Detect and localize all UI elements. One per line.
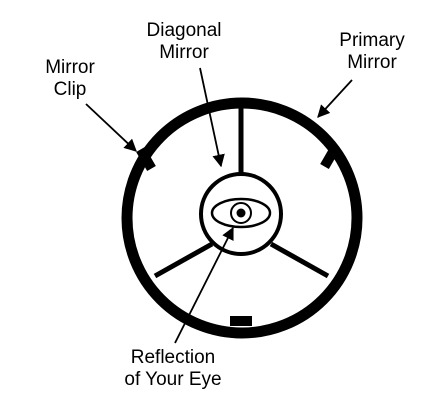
label-reflection-line2: of Your Eye [124,369,222,390]
label-diagonal-mirror-line1: Diagonal [146,20,222,41]
label-diagonal-mirror-line2: Mirror [159,42,209,63]
label-reflection-of-eye: Reflection of Your Eye [108,347,238,391]
arrow-primary-mirror [317,79,353,118]
mirror-clip-bottom [230,316,252,326]
arrow-reflection [174,226,234,344]
spider-vane-right [269,241,330,279]
label-mirror-clip-line2: Clip [53,79,87,100]
eye-pupil [236,208,246,218]
label-mirror-clip-line1: Mirror [45,57,95,78]
mirror-clip-right [320,144,340,170]
arrow-mirror-clip [85,103,137,152]
label-primary-mirror-line2: Mirror [347,52,397,73]
mirror-clip-left [136,146,156,172]
label-mirror-clip: Mirror Clip [28,57,112,101]
label-primary-mirror-line1: Primary [339,30,405,51]
spider-vane-left [153,241,214,279]
label-diagonal-mirror: Diagonal Mirror [128,20,240,64]
primary-mirror-ring [121,97,363,339]
arrow-diagonal-mirror [199,67,225,168]
label-reflection-line1: Reflection [130,347,216,368]
label-primary-mirror: Primary Mirror [322,30,422,74]
